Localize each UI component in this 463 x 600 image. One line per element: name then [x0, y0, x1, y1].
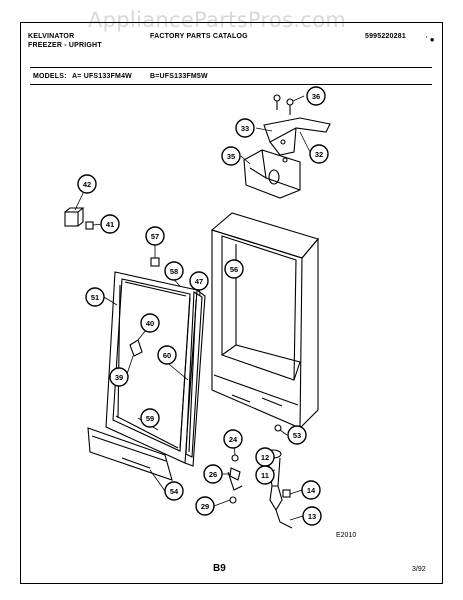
door-assembly [105, 271, 206, 467]
callout-42: 42 [83, 180, 91, 189]
document-number: 5995220281 [365, 33, 406, 40]
header-rule [30, 67, 432, 68]
model-a: A= UFS133FM4W [72, 73, 132, 80]
cabinet-body [210, 212, 319, 429]
callout-40: 40 [146, 319, 154, 328]
callout-60: 60 [163, 351, 171, 360]
callout-35: 35 [227, 152, 235, 161]
callout-14: 14 [307, 486, 316, 495]
callout-41: 41 [106, 220, 114, 229]
callout-circles [77, 86, 329, 526]
callout-36: 36 [312, 92, 320, 101]
callout-58: 58 [170, 267, 178, 276]
brand-label: KELVINATOR [28, 33, 75, 40]
control-bracket [263, 117, 331, 156]
switch-part [64, 207, 94, 230]
callout-29: 29 [201, 502, 209, 511]
model-b: B=UFS133FM5W [150, 73, 208, 80]
callout-47: 47 [195, 277, 203, 286]
callout-51: 51 [91, 293, 99, 302]
category-label: FREEZER - UPRIGHT [28, 42, 102, 49]
page-frame [20, 22, 443, 584]
callout-32: 32 [315, 150, 323, 159]
catalog-title: FACTORY PARTS CATALOG [150, 33, 248, 40]
callout-26: 26 [209, 470, 217, 479]
callout-24: 24 [229, 435, 238, 444]
callout-13: 13 [308, 512, 316, 521]
models-rule [30, 84, 432, 85]
corner-mark: ' ● [426, 35, 435, 44]
watermark: AppliancePartsPros.com [88, 8, 347, 32]
revision-date: 3/92 [412, 566, 426, 573]
callout-12: 12 [261, 453, 269, 462]
models-label: MODELS: [33, 73, 67, 80]
door-bumper [150, 257, 160, 267]
page-number: B9 [213, 563, 226, 574]
mounting-screws [273, 94, 294, 163]
callout-53: 53 [293, 431, 301, 440]
callout-54: 54 [170, 487, 179, 496]
callout-57: 57 [151, 232, 159, 241]
callout-56: 56 [230, 265, 238, 274]
kick-plate [87, 427, 173, 481]
door-stop [129, 339, 143, 357]
figure-code: E2010 [336, 532, 357, 539]
control-housing [243, 149, 301, 199]
callout-39: 39 [115, 373, 123, 382]
callout-33: 33 [241, 124, 249, 133]
door-gasket [185, 291, 203, 458]
callout-11: 11 [261, 471, 269, 480]
callout-59: 59 [146, 414, 154, 423]
